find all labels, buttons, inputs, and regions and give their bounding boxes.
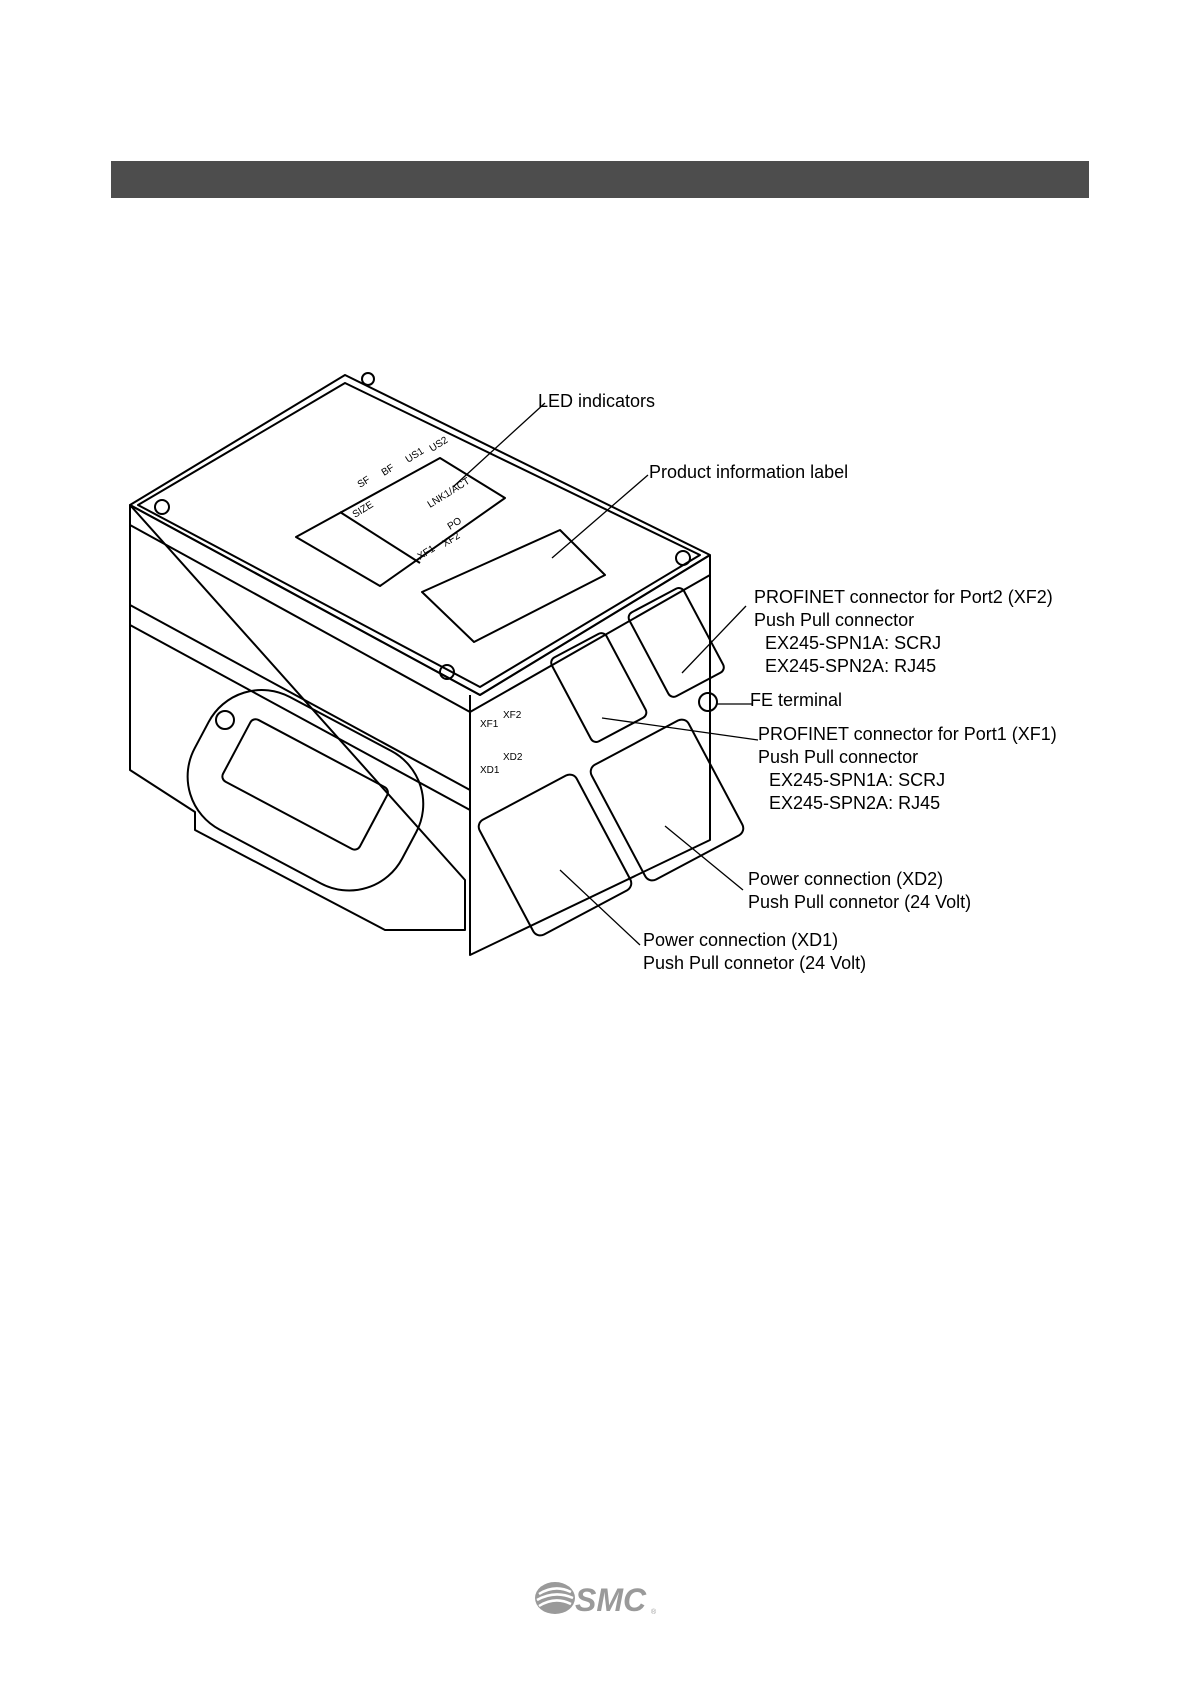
led-window	[295, 457, 506, 587]
leader-led	[452, 402, 546, 488]
xd2-label-1: Power connection (XD2)	[748, 869, 943, 889]
leader-xd1	[559, 869, 641, 946]
led-window-divider	[339, 511, 421, 564]
xf2-connector	[627, 587, 725, 698]
device-drawing	[129, 372, 745, 956]
leader-lines	[452, 402, 759, 946]
xf1-connector	[550, 632, 648, 743]
bus-connector-frame	[186, 688, 425, 892]
leader-label	[551, 474, 649, 559]
product-info-label: Product information label	[649, 462, 848, 482]
screw	[439, 664, 455, 680]
smc-logo-mark	[535, 1582, 575, 1614]
xf1-label-1: PROFINET connector for Port1 (XF1)	[758, 724, 1057, 744]
edge	[129, 504, 481, 696]
xf2-label-4: EX245-SPN2A: RJ45	[765, 656, 936, 676]
xf1-label-4: EX245-SPN2A: RJ45	[769, 793, 940, 813]
xd1-connector	[477, 773, 633, 937]
top-cover	[129, 374, 711, 696]
xd1-label-2: Push Pull connetor (24 Volt)	[643, 953, 866, 973]
xf1-label-2: Push Pull connector	[758, 747, 918, 767]
xf2-label-3: EX245-SPN1A: SCRJ	[765, 633, 941, 653]
screw	[215, 710, 235, 730]
port-tag: XD1	[480, 765, 500, 776]
edge	[129, 604, 471, 791]
xd2-label-2: Push Pull connetor (24 Volt)	[748, 892, 971, 912]
registered-mark: ®	[651, 1608, 657, 1616]
fe-terminal	[698, 692, 718, 712]
top-cover-inner	[137, 382, 701, 688]
port-tag: XD2	[503, 752, 523, 763]
xd2-connector	[589, 718, 745, 882]
port-tag: XF1	[480, 719, 499, 730]
fe-terminal-label: FE terminal	[750, 690, 842, 710]
port-tag: XF2	[503, 710, 522, 721]
smc-logo-text: SMC	[575, 1582, 647, 1618]
smc-logo: SMC ®	[535, 1582, 657, 1618]
led-indicators-label: LED indicators	[538, 391, 655, 411]
leader-xf1	[601, 717, 759, 741]
section-header-bar	[111, 161, 1089, 198]
xd1-label-1: Power connection (XD1)	[643, 930, 838, 950]
bus-connector-pins	[221, 718, 389, 851]
xf2-label-1: PROFINET connector for Port2 (XF2)	[754, 587, 1053, 607]
product-label	[421, 529, 606, 643]
left-side	[129, 504, 466, 931]
screw	[154, 499, 170, 515]
screw	[675, 550, 691, 566]
edge	[479, 554, 711, 696]
xf2-label-2: Push Pull connector	[754, 610, 914, 630]
screw	[361, 372, 375, 386]
edge	[129, 624, 471, 811]
edge	[129, 524, 471, 713]
xf1-label-3: EX245-SPN1A: SCRJ	[769, 770, 945, 790]
leader-xf2	[681, 605, 747, 674]
leader-xd2	[664, 825, 744, 891]
